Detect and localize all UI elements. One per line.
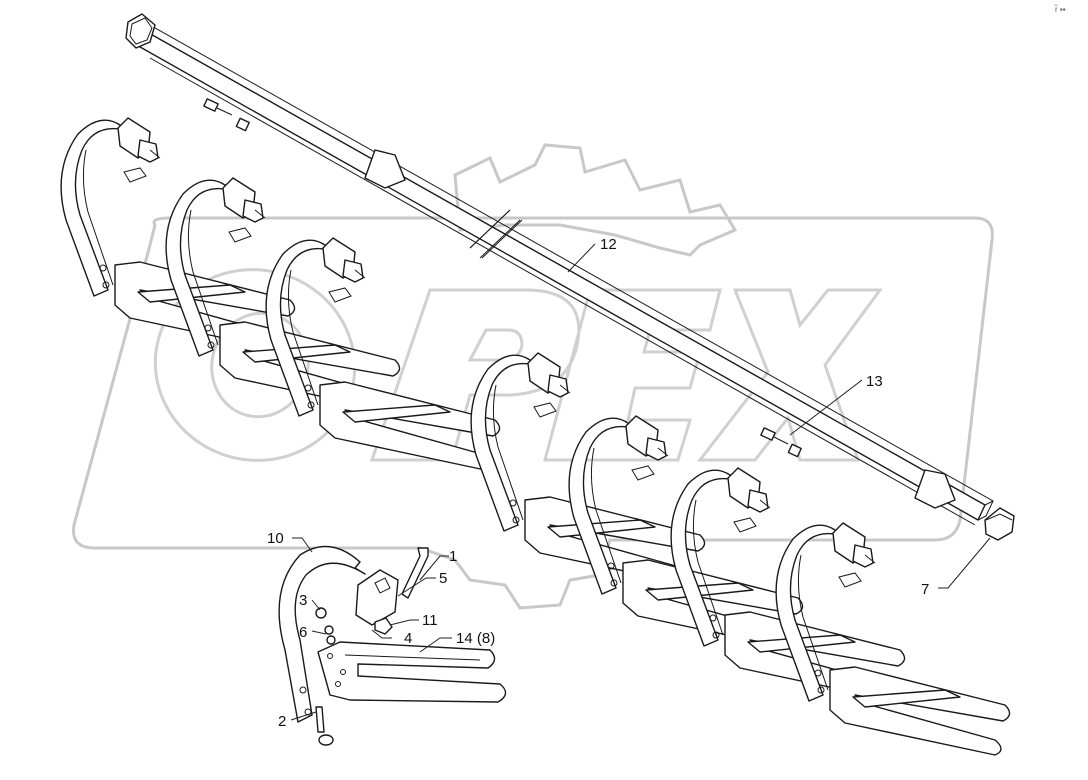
callout-7: 7 bbox=[921, 581, 929, 598]
main-bar bbox=[132, 23, 995, 526]
callout-10: 10 bbox=[267, 530, 284, 547]
washer-6b bbox=[326, 635, 336, 645]
callout-3: 3 bbox=[299, 592, 307, 609]
bar-bolt-top bbox=[203, 98, 250, 132]
callout-11: 11 bbox=[422, 612, 438, 629]
bar-end-cap-7 bbox=[984, 507, 1015, 541]
watermark-letter-e bbox=[543, 288, 722, 462]
callout-4: 4 bbox=[404, 630, 412, 647]
callout-1: 1 bbox=[449, 548, 457, 565]
bracket-5 bbox=[355, 569, 399, 626]
tine-plate-14 bbox=[317, 641, 507, 703]
washer-6a bbox=[324, 625, 334, 635]
bolt-2 bbox=[315, 706, 325, 733]
corner-mark: r̃ ▪▪ bbox=[1054, 5, 1066, 14]
bar-end-cap-left bbox=[125, 13, 156, 49]
watermark-gear bbox=[453, 143, 738, 257]
tine-assemblies bbox=[60, 117, 1011, 756]
callout-2: 2 bbox=[278, 713, 286, 730]
washer-3 bbox=[315, 607, 327, 619]
callout-13: 13 bbox=[866, 373, 883, 390]
callout-6: 6 bbox=[299, 624, 307, 641]
callout-labels: 12 13 7 10 1 5 3 11 6 4 14 (8) 2 bbox=[267, 236, 929, 730]
tine-assembly-7 bbox=[775, 522, 1011, 756]
spring-tine-10 bbox=[278, 545, 366, 723]
bar-clamp-mid bbox=[364, 149, 956, 509]
u-bolt-1 bbox=[401, 547, 429, 599]
callout-12: 12 bbox=[600, 236, 617, 253]
callout-14: 14 (8) bbox=[456, 630, 495, 647]
watermark-letter-x bbox=[696, 288, 883, 462]
tine-assembly-3 bbox=[265, 237, 501, 471]
bar-bolt-13 bbox=[760, 427, 802, 458]
exploded-tine-assembly bbox=[278, 545, 507, 746]
callout-5: 5 bbox=[439, 570, 447, 587]
callout-leaders bbox=[290, 243, 991, 721]
nut-11 bbox=[374, 617, 393, 635]
